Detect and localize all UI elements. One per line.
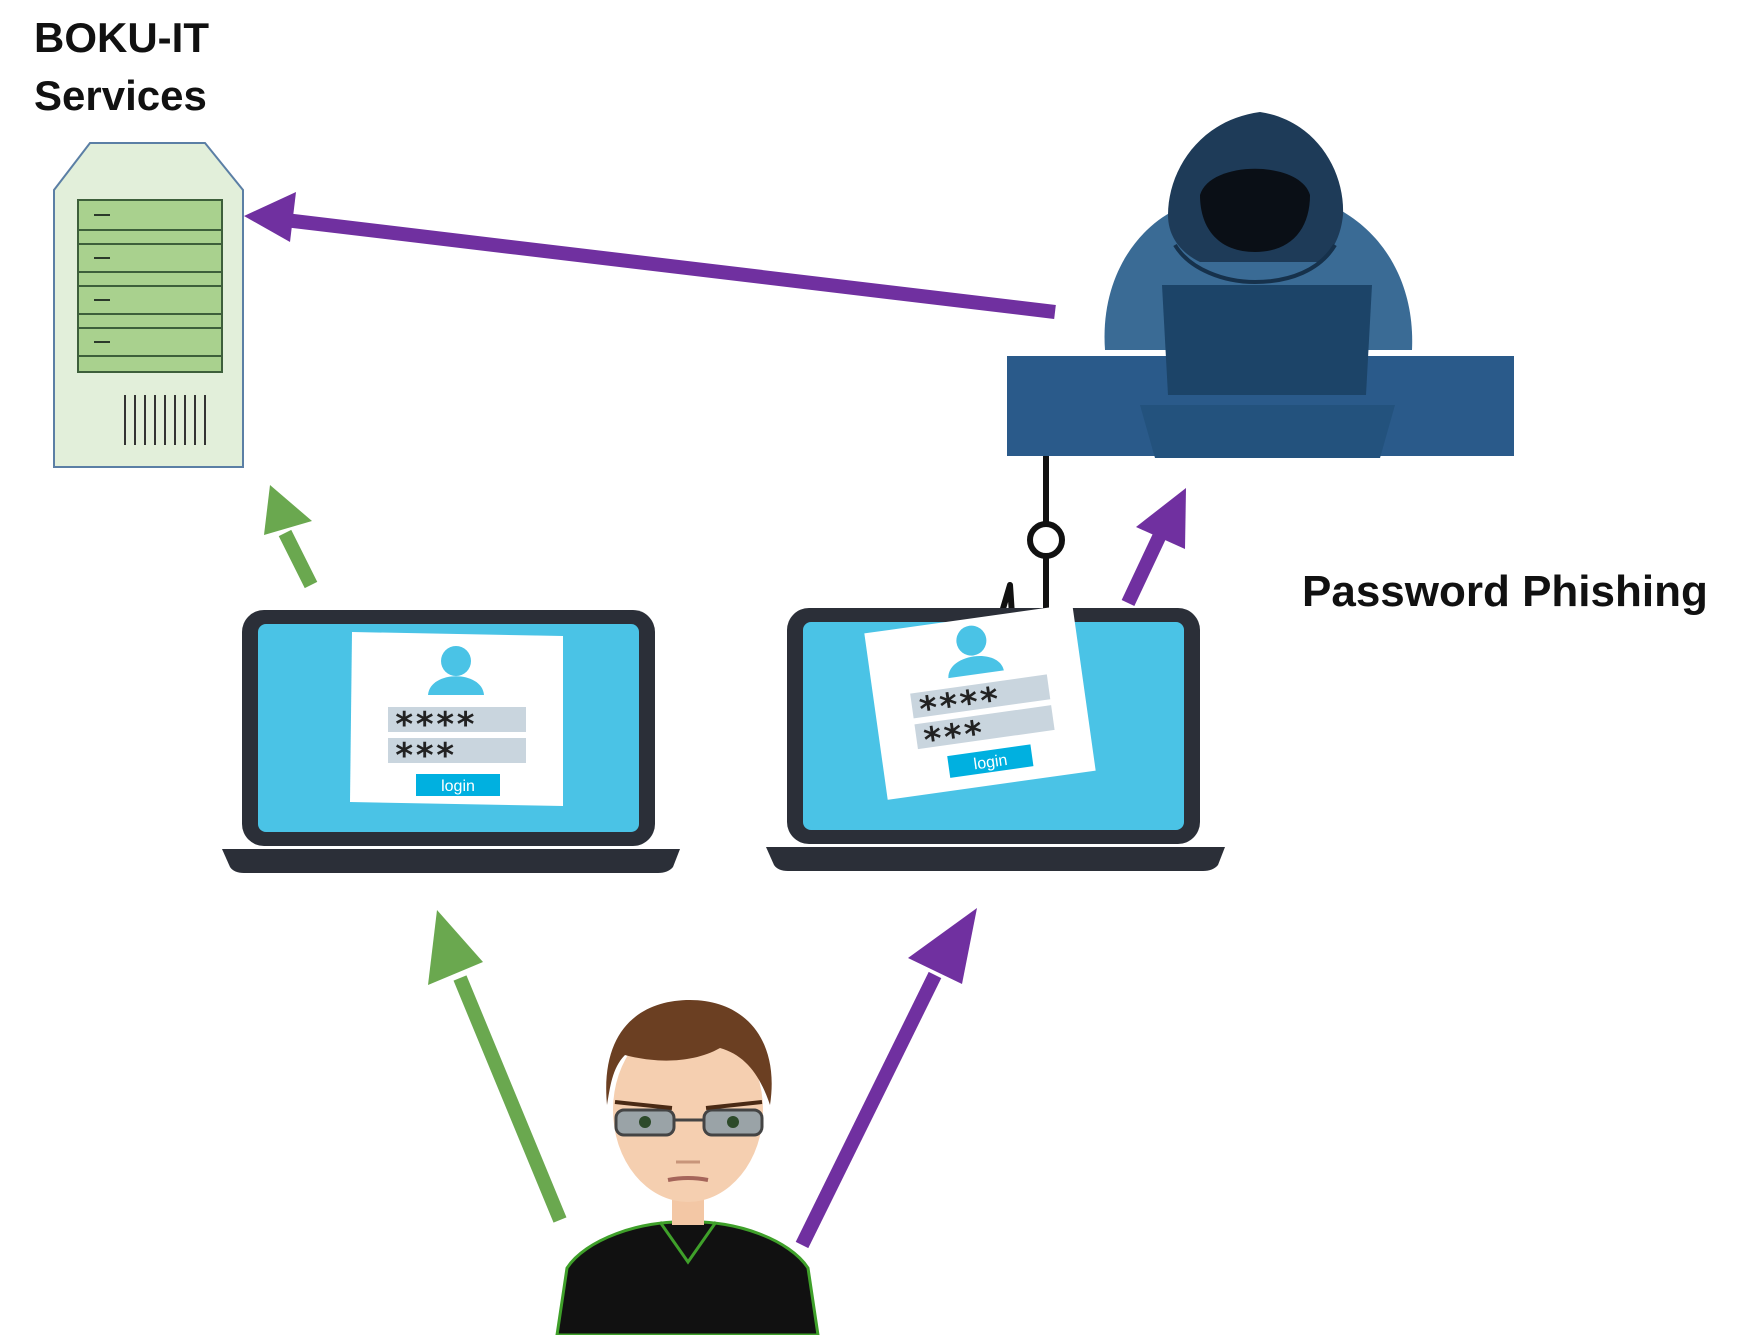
phish-login-button xyxy=(947,744,1034,778)
hacker-icon xyxy=(1007,112,1514,458)
login-form-phishing: **** *** login xyxy=(864,604,1096,800)
user-avatar-icon xyxy=(555,1000,820,1335)
login-button xyxy=(416,774,500,796)
arrow-user-to-phishing-laptop xyxy=(795,908,977,1249)
phish-login-button-label: login xyxy=(973,752,1009,774)
arrow-laptop-to-server xyxy=(264,485,318,589)
laptop-phishing-icon: **** *** login xyxy=(766,604,1225,871)
login-form-legitimate: **** *** login xyxy=(350,632,563,806)
server-icon xyxy=(53,142,244,468)
arrow-hacker-to-server xyxy=(244,192,1056,319)
server-title-line1: BOKU-IT xyxy=(34,14,209,61)
login-button-label: login xyxy=(441,778,475,795)
attack-label: Password Phishing xyxy=(1302,567,1708,616)
server-title-line2: Services xyxy=(34,72,207,119)
password-mask: *** xyxy=(394,736,455,776)
laptop-legitimate-icon: **** *** login xyxy=(222,610,680,873)
arrow-user-to-laptop xyxy=(428,910,567,1223)
arrow-phishing-laptop-to-hacker xyxy=(1121,488,1186,606)
username-mask: **** xyxy=(394,705,476,745)
